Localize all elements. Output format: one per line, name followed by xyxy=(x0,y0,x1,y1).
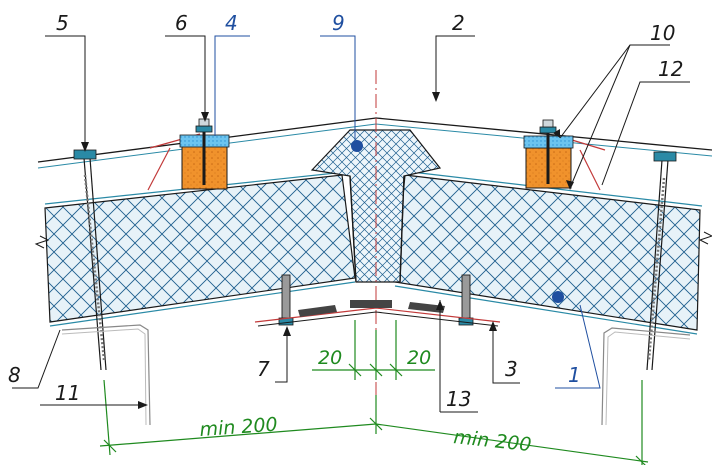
callout-1: 1 xyxy=(568,363,581,387)
callout-10: 10 xyxy=(650,21,675,45)
fastener-left xyxy=(73,149,107,371)
callout-5: 5 xyxy=(56,11,69,35)
dimensions xyxy=(99,320,649,465)
leader-lines xyxy=(12,35,690,413)
callout-7: 7 xyxy=(257,357,270,381)
callout-8: 8 xyxy=(8,363,21,387)
callout-9: 9 xyxy=(332,11,345,35)
marker-dot-1 xyxy=(552,291,564,303)
sandwich-panel-left xyxy=(34,171,356,327)
dim-gap-left: 20 xyxy=(318,347,342,369)
callout-2: 2 xyxy=(452,11,465,35)
dim-min-right: min 200 xyxy=(452,426,532,456)
marker-dot-9 xyxy=(351,140,363,152)
ridge-insulation-plug xyxy=(310,129,442,283)
dim-min-left: min 200 xyxy=(199,414,278,441)
callout-3: 3 xyxy=(505,357,518,381)
bracket-right xyxy=(523,119,574,189)
leader-arrowheads xyxy=(81,92,574,409)
bracket-left xyxy=(179,118,230,190)
callout-4: 4 xyxy=(225,11,238,35)
purlin-right xyxy=(601,327,691,426)
callout-13: 13 xyxy=(446,387,471,411)
dim-gap-right: 20 xyxy=(407,347,431,369)
underside-flashing xyxy=(254,300,501,327)
callout-11: 11 xyxy=(55,381,80,405)
purlin-left xyxy=(61,324,151,426)
callout-12: 12 xyxy=(658,57,683,81)
callout-6: 6 xyxy=(175,11,188,35)
